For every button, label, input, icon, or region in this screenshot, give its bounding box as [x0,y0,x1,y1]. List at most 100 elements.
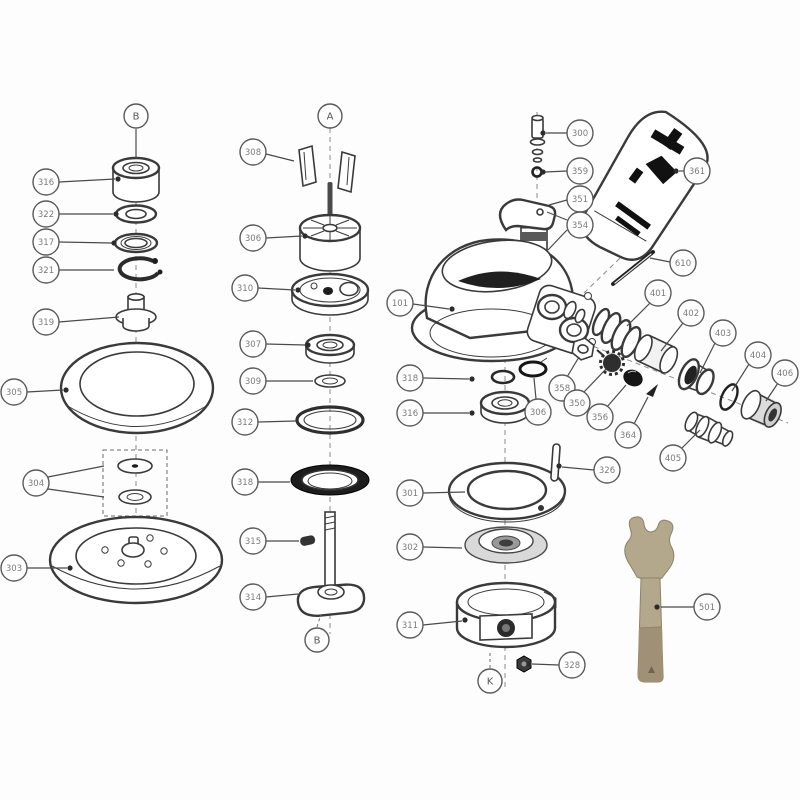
svg-text:310: 310 [237,284,253,294]
svg-text:314: 314 [245,593,261,603]
balancer-part-310 [290,272,370,316]
throttle-lever-part-351 [498,198,557,232]
spindle-assembly-part-314 [296,511,366,618]
part-balloon-308-10: 308 [239,138,295,166]
part-balloon-312-15: 312 [231,408,297,436]
svg-text:359: 359 [572,167,588,177]
part-balloon-311-31: 311 [396,611,468,639]
part-balloon-364-27: 364 [614,396,649,449]
svg-text:356: 356 [592,413,608,423]
part-balloon-314-18: 314 [239,583,299,611]
sanding-pad-part-303 [48,515,224,605]
part-balloon-403-42: 403 [699,319,737,374]
svg-text:402: 402 [683,309,699,319]
part-balloon-405-45: 405 [659,429,701,472]
svg-text:305: 305 [6,388,22,398]
svg-text:312: 312 [237,418,253,428]
part-balloon-402-41: 402 [660,299,705,352]
part-balloon-326-29: 326 [556,456,621,484]
svg-text:316: 316 [38,178,54,188]
svg-text:B: B [314,636,321,647]
part-balloon-328-32: 328 [526,651,586,679]
svg-text:101: 101 [392,299,408,309]
part-balloon-B-0: B [123,103,149,158]
retainer-ring-part-301 [447,461,567,523]
svg-text:319: 319 [38,318,54,328]
svg-text:404: 404 [750,351,766,361]
retaining-ring-part [117,256,163,282]
svg-text:300: 300 [572,129,588,139]
washer-pair-box-304 [102,449,168,517]
dark-o-ring-part-306 [518,357,548,378]
part-balloon-354-37: 354 [546,211,594,251]
part-balloon-610-39: 610 [649,249,697,277]
valve-tip-part-364 [646,384,658,397]
part-balloon-318-21: 318 [396,364,475,392]
part-balloon-350-25: 350 [563,368,607,417]
part-balloon-309-14: 309 [239,367,313,395]
svg-text:328: 328 [564,661,580,671]
part-balloon-305-6: 305 [0,378,69,406]
washer-part-309 [314,374,346,388]
svg-text:501: 501 [699,603,715,613]
svg-text:364: 364 [620,431,636,441]
svg-text:358: 358 [554,384,570,394]
o-ring-part-312 [295,405,365,435]
svg-text:K: K [487,677,494,688]
regulator-knob-part-403 [677,358,715,396]
svg-text:301: 301 [402,489,418,499]
svg-text:322: 322 [38,210,54,220]
comfort-platform-part-361 [580,110,709,261]
part-balloon-401-40: 401 [626,279,672,327]
part-balloon-K-33: K [477,650,503,694]
svg-text:326: 326 [599,466,615,476]
hex-nut-part-328 [516,655,532,673]
part-balloon-306-23: 306 [524,377,552,426]
lever-pin-part-610 [611,250,655,286]
part-balloon-318-16: 318 [231,468,290,496]
svg-text:610: 610 [675,259,691,269]
svg-text:318: 318 [237,478,253,488]
part-balloon-316-1: 316 [32,168,121,196]
svg-text:A: A [327,112,334,123]
callout-balloon-layer: B316322317321319305304303A30830631030730… [0,103,799,694]
part-balloon-A-9: A [317,103,343,129]
svg-text:311: 311 [402,621,418,631]
washer-part-322 [114,204,158,224]
washer-part-317 [113,232,159,254]
seal-cup-part-302 [464,526,548,564]
svg-text:317: 317 [38,238,54,248]
svg-text:316: 316 [402,409,418,419]
pad-brake-collar-part-311 [455,581,557,649]
svg-text:315: 315 [245,537,261,547]
part-balloon-301-28: 301 [396,479,466,507]
svg-text:361: 361 [689,167,705,177]
hex-nut-part-358 [571,337,595,361]
svg-text:306: 306 [530,408,546,418]
bearing-part-under-housing [479,390,531,424]
inlet-adapter-part-406 [740,389,782,428]
svg-text:351: 351 [572,195,588,205]
svg-text:304: 304 [28,479,44,489]
part-balloon-315-17: 315 [239,527,299,555]
small-rings-parts [563,300,586,324]
svg-text:318: 318 [402,374,418,384]
svg-text:B: B [133,112,140,123]
part-balloon-317-3: 317 [32,228,117,256]
inlet-bushing-part-405 [684,411,734,447]
bellows-seal-stack-part-401 [591,307,642,358]
vane-set-part-308 [298,144,356,194]
part-balloon-321-4: 321 [32,256,114,284]
part-balloon-322-2: 322 [32,200,119,228]
part-balloon-300-34: 300 [540,119,594,147]
svg-text:401: 401 [650,289,666,299]
svg-text:309: 309 [245,377,261,387]
svg-text:350: 350 [569,399,585,409]
shroud-ring-part-305 [59,341,215,435]
part-balloon-304-7: 304 [22,465,105,498]
part-balloon-361-38: 361 [673,157,711,185]
pin-part-315 [300,535,316,546]
svg-text:405: 405 [665,454,681,464]
